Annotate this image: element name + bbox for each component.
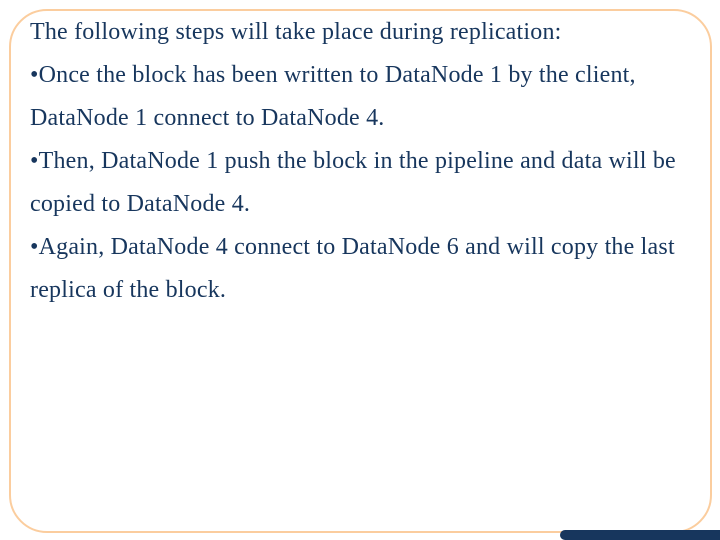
bullet-1-line-2: DataNode 1 connect to DataNode 4.	[30, 105, 385, 131]
slide-text-block: The following steps will take place duri…	[30, 11, 692, 312]
bullet-2-line-1: •Then, DataNode 1 push the block in the …	[30, 148, 676, 174]
bullet-2-line-2: copied to DataNode 4.	[30, 191, 251, 217]
bullet-1-line-1: •Once the block has been written to Data…	[30, 62, 636, 88]
bullet-3-line-2: replica of the block.	[30, 277, 227, 303]
intro-line: The following steps will take place duri…	[30, 19, 562, 45]
bullet-3-line-1: •Again, DataNode 4 connect to DataNode 6…	[30, 234, 675, 260]
accent-bar	[560, 530, 720, 540]
